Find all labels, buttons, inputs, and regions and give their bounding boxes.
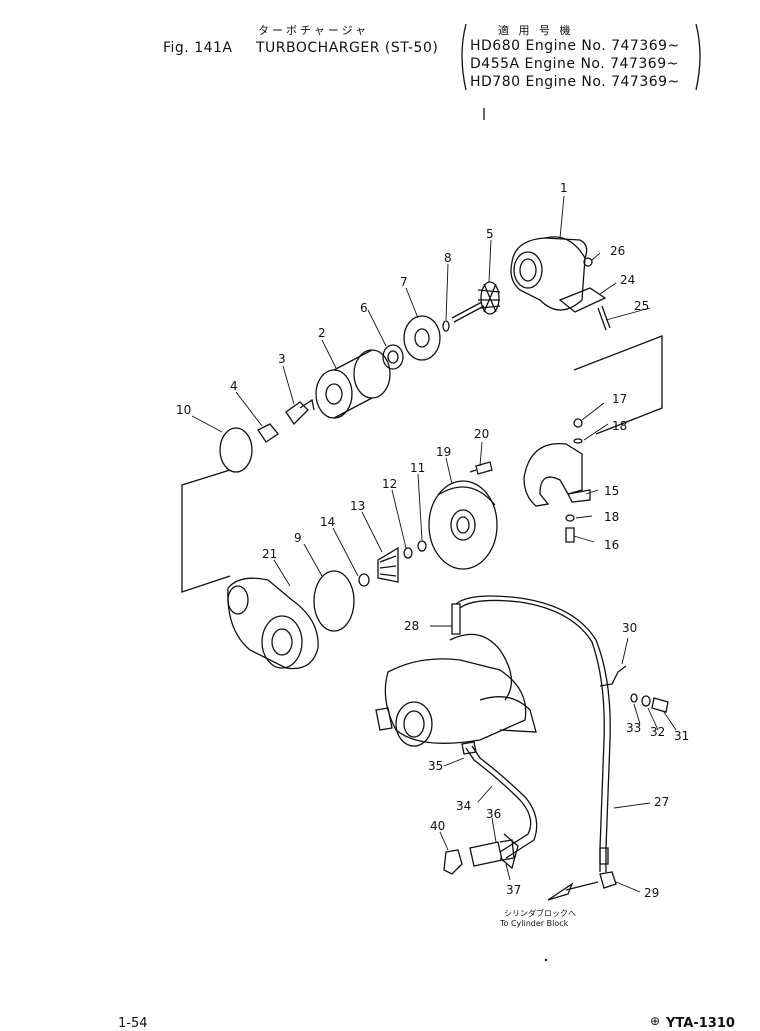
applicability-line-3: HD780 Engine No. 747369~ [470, 74, 680, 90]
part-oil-outlet-tube-34 [461, 741, 538, 859]
part-seal-ring-8 [442, 320, 450, 332]
part-o-ring-9 [313, 570, 355, 632]
part-turbine-housing [510, 236, 588, 311]
part-stud-25 [597, 305, 611, 331]
callout-18b: 18 [604, 510, 619, 524]
callout-12: 12 [382, 477, 397, 491]
part-turbocharger-assembly [375, 633, 537, 747]
part-nut-26 [583, 257, 593, 267]
page-number: 1-54 [118, 1016, 148, 1031]
applicability-line-1: HD680 Engine No. 747369~ [470, 38, 680, 54]
note-japanese: シリンダブロックへ [504, 908, 576, 918]
part-compressor-housing-21 [227, 577, 319, 670]
stray-mark [544, 958, 548, 962]
callout-15: 15 [604, 484, 619, 498]
callout-27: 27 [654, 795, 669, 809]
part-washer-18 [573, 438, 583, 444]
part-bolt-20 [469, 461, 493, 475]
to-cylinder-arrow-head [547, 882, 574, 901]
to-cylinder-note: シリンダブロックへ To Cylinder Block [499, 908, 576, 928]
assembly-leader-left [181, 469, 231, 593]
part-nut-14 [358, 573, 370, 587]
part-bolt-31 [651, 697, 669, 713]
circled-mark-icon: ⊕ [650, 1014, 661, 1028]
japanese-title: ターボチャージャ [258, 24, 370, 37]
part-clamp-15 [523, 442, 591, 507]
note-english: To Cylinder Block [499, 919, 569, 928]
callout-14: 14 [320, 515, 335, 529]
callout-13: 13 [350, 499, 365, 513]
part-o-ring-10 [219, 427, 253, 473]
callout-1: 1 [560, 181, 568, 195]
right-bracket [695, 23, 701, 91]
callout-18a: 18 [612, 419, 627, 433]
drawing-code: YTA-1310 [666, 1016, 735, 1031]
part-thrust-bearing-3 [285, 398, 315, 426]
part-heat-shield-7 [403, 315, 441, 361]
part-washer-33 [630, 693, 638, 703]
callout-29: 29 [644, 886, 659, 900]
figure-title: TURBOCHARGER (ST-50) [256, 40, 439, 56]
part-center-housing-2 [315, 349, 391, 419]
callout-5: 5 [486, 227, 494, 241]
callout-21: 21 [262, 547, 277, 561]
part-gasket-6 [382, 344, 404, 370]
part-bolt-16 [565, 527, 575, 543]
callout-2: 2 [318, 326, 326, 340]
to-cylinder-arrow-line [565, 881, 599, 891]
callout-16: 16 [604, 538, 619, 552]
callout-31: 31 [674, 729, 689, 743]
callout-35: 35 [428, 759, 443, 773]
part-insert-4 [257, 423, 279, 443]
callout-20: 20 [474, 427, 489, 441]
callout-25: 25 [634, 299, 649, 313]
callout-10: 10 [176, 403, 191, 417]
part-washer-32 [641, 695, 651, 707]
assembly-leader-right [573, 335, 663, 435]
part-nut-17 [573, 418, 583, 428]
callout-7: 7 [400, 275, 408, 289]
callout-9: 9 [294, 531, 302, 545]
part-nut-11 [417, 540, 427, 552]
callout-34: 34 [456, 799, 471, 813]
callout-17: 17 [612, 392, 627, 406]
callout-24: 24 [620, 273, 635, 287]
callout-40: 40 [430, 819, 445, 833]
applicability-line-2: D455A Engine No. 747369~ [470, 56, 679, 72]
callout-30: 30 [622, 621, 637, 635]
part-back-plate-19 [428, 480, 498, 570]
callout-32: 32 [650, 725, 665, 739]
callout-leaders [191, 195, 677, 893]
callout-numbers: 1 2 3 4 5 6 7 8 9 10 11 12 13 14 15 16 1… [176, 181, 689, 900]
part-hose-36 [469, 833, 519, 870]
part-washer-18b [565, 514, 575, 522]
callout-28: 28 [404, 619, 419, 633]
callout-19: 19 [436, 445, 451, 459]
figure-number: Fig. 141A [163, 40, 233, 56]
applicability-japanese: 適 用 号 機 [498, 24, 574, 37]
part-oil-inlet-tube-27 [451, 595, 611, 872]
part-turbine-wheel [451, 281, 501, 323]
callout-4: 4 [230, 379, 238, 393]
part-clip-30 [599, 665, 627, 687]
callout-37: 37 [506, 883, 521, 897]
part-elbow-29 [599, 871, 617, 889]
callout-3: 3 [278, 352, 286, 366]
callout-36: 36 [486, 807, 501, 821]
part-plate-24 [558, 287, 607, 313]
part-compressor-wheel-13 [377, 546, 399, 583]
callout-6: 6 [360, 301, 368, 315]
part-nut-12 [403, 547, 413, 559]
callout-8: 8 [444, 251, 452, 265]
callout-11: 11 [410, 461, 425, 475]
callout-26: 26 [610, 244, 625, 258]
left-bracket [461, 23, 467, 91]
part-elbow-40 [443, 849, 463, 875]
callout-33: 33 [626, 721, 641, 735]
